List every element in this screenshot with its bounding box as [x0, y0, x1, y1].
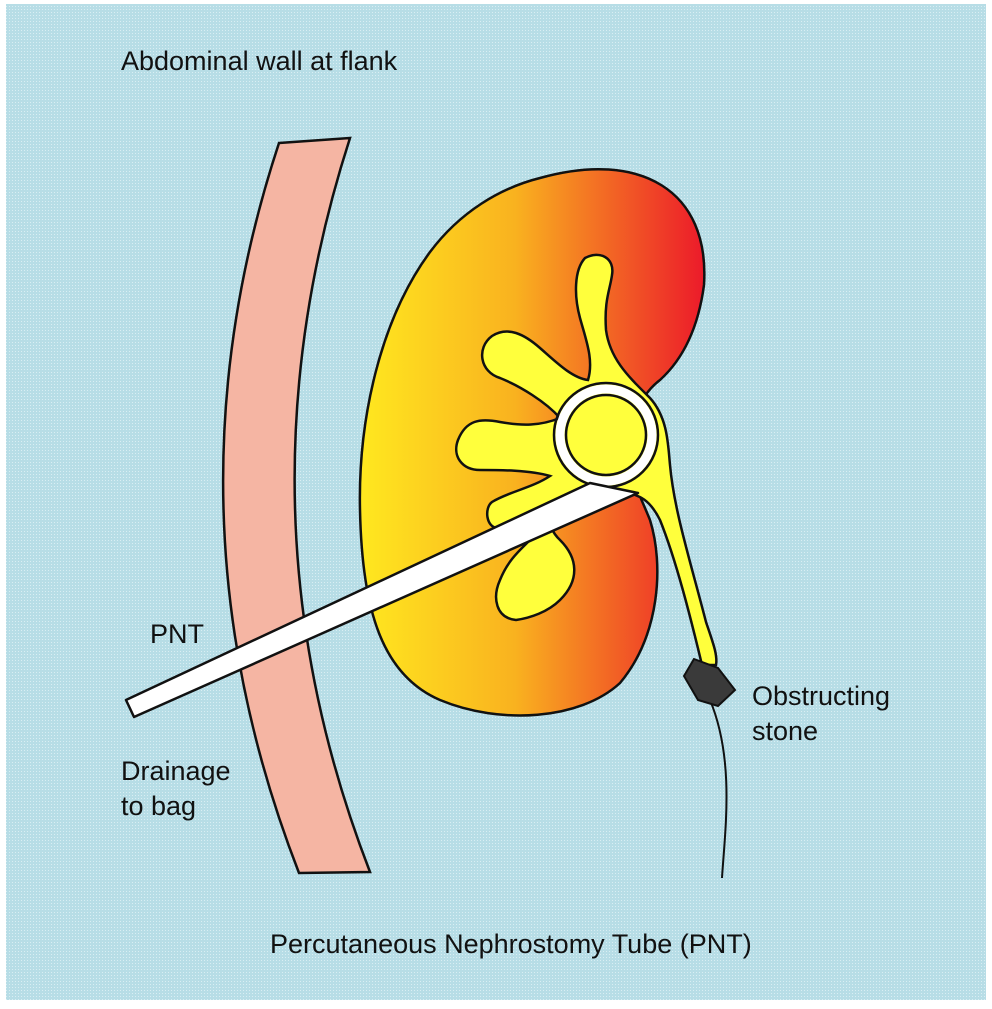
pigtail-loop — [554, 383, 658, 487]
drainage-label-line1: Drainage — [121, 754, 231, 789]
stone-label: Obstructing stone — [752, 679, 890, 749]
stone-label-line2: stone — [752, 714, 890, 749]
drainage-label-line2: to bag — [121, 789, 231, 824]
stone-label-line1: Obstructing — [752, 679, 890, 714]
pnt-label: PNT — [150, 617, 204, 652]
diagram-caption: Percutaneous Nephrostomy Tube (PNT) — [270, 927, 752, 962]
abdominal-wall-label: Abdominal wall at flank — [121, 44, 397, 79]
drainage-label: Drainage to bag — [121, 754, 231, 824]
